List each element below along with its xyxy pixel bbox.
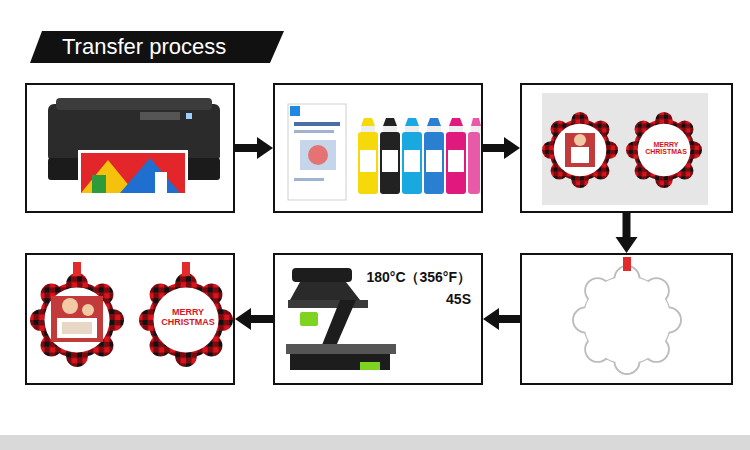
process-box: 180°C（356°F） 45S <box>273 253 483 385</box>
flow-arrow <box>483 137 520 159</box>
process-box <box>25 83 235 213</box>
box-text: MERRY CHRISTMAS <box>155 308 221 328</box>
flow-arrow <box>235 308 273 330</box>
flow-arrow <box>235 137 273 159</box>
flow-arrow <box>616 213 638 253</box>
process-box <box>520 253 733 385</box>
box-text: MERRY CHRISTMAS <box>644 141 688 156</box>
box-text: 180°C（356°F） <box>366 269 471 286</box>
flow-arrow <box>483 308 520 330</box>
title-text: Transfer process <box>62 33 226 61</box>
process-box: MERRY CHRISTMAS <box>25 253 235 385</box>
process-box: MERRY CHRISTMAS <box>520 83 733 213</box>
box-text: 45S <box>446 291 471 308</box>
process-box <box>273 83 483 213</box>
